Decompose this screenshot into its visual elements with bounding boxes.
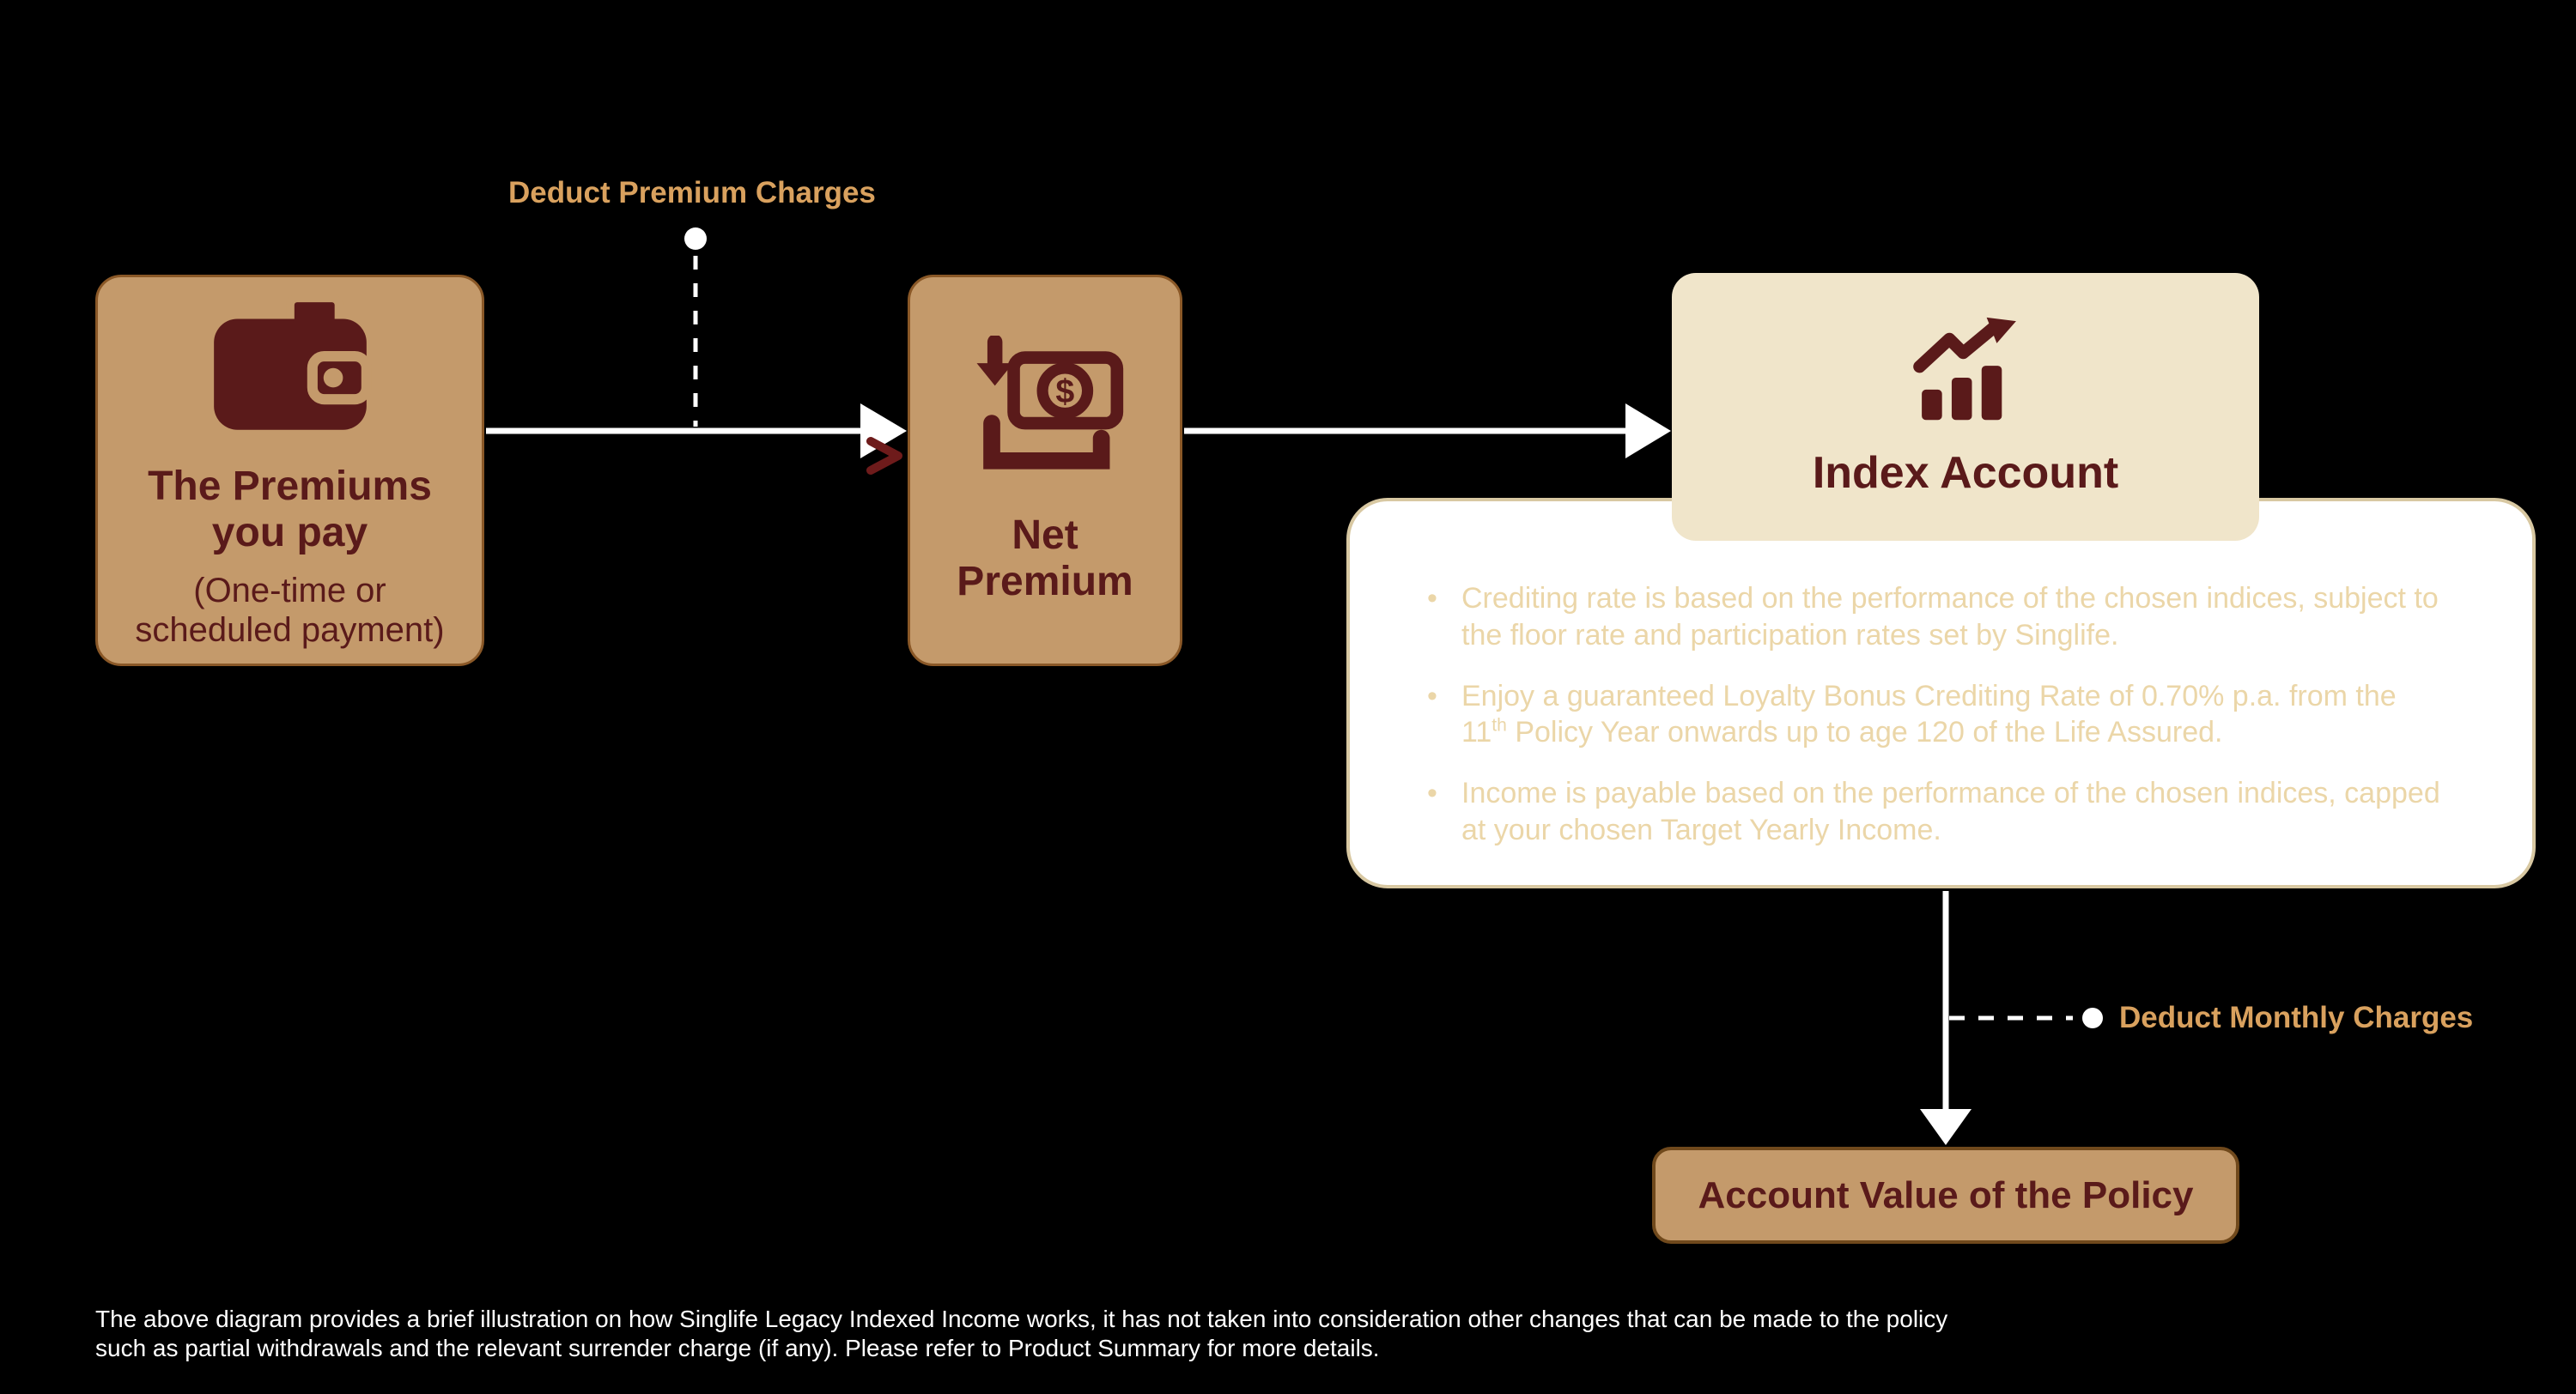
net-premium-box: $ Net Premium [908, 275, 1182, 666]
account-value-box: Account Value of the Policy [1652, 1147, 2239, 1244]
net-premium-title: Net Premium [957, 512, 1133, 604]
monthly-charges-connector-dot [2082, 1008, 2103, 1028]
bullet-item: Income is payable based on the performan… [1424, 775, 2449, 849]
bullet-text: Income is payable based on the performan… [1461, 777, 2440, 847]
index-account-box: Index Account [1672, 273, 2259, 541]
index-to-account-value-arrow-head [1920, 1109, 1971, 1145]
premiums-subtitle: (One-time or scheduled payment) [135, 572, 445, 650]
premiums-box: The Premiums you pay (One-time or schedu… [95, 275, 484, 666]
disclaimer-line-1: The above diagram provides a brief illus… [95, 1306, 1948, 1332]
index-account-bullets: Crediting rate is based on the performan… [1424, 580, 2451, 849]
premium-to-net-arrow-head [860, 403, 907, 458]
deduct-premium-charges-label: Deduct Premium Charges [508, 176, 876, 209]
bullet-text: Enjoy a guaranteed Loyalty Bonus Crediti… [1461, 679, 2397, 749]
ordinal-suffix: th [1492, 716, 1507, 736]
premium-charges-connector-dot [684, 227, 707, 250]
index-account-title: Index Account [1812, 447, 2119, 498]
maroon-chevron [866, 437, 902, 475]
bullet-item: Enjoy a guaranteed Loyalty Bonus Crediti… [1424, 678, 2449, 752]
money-deposit-icon: $ [963, 334, 1127, 490]
bullet-text: Policy Year onwards up to age 120 of the… [1506, 716, 2223, 749]
chart-growth-icon [1901, 316, 2030, 431]
deduct-monthly-charges-label: Deduct Monthly Charges [2119, 1001, 2474, 1034]
dollar-sign-glyph: $ [1055, 373, 1074, 410]
index-account-details-panel: Crediting rate is based on the performan… [1346, 498, 2536, 888]
disclaimer-text: The above diagram provides a brief illus… [95, 1305, 2199, 1363]
account-value-title: Account Value of the Policy [1698, 1173, 2194, 1216]
bullet-item: Crediting rate is based on the performan… [1424, 580, 2449, 654]
premiums-title: The Premiums you pay [148, 463, 432, 555]
wallet-icon [200, 291, 380, 448]
bullet-text: Crediting rate is based on the performan… [1461, 582, 2439, 652]
net-to-index-arrow-head [1625, 403, 1671, 458]
disclaimer-line-2: such as partial withdrawals and the rele… [95, 1335, 1380, 1362]
